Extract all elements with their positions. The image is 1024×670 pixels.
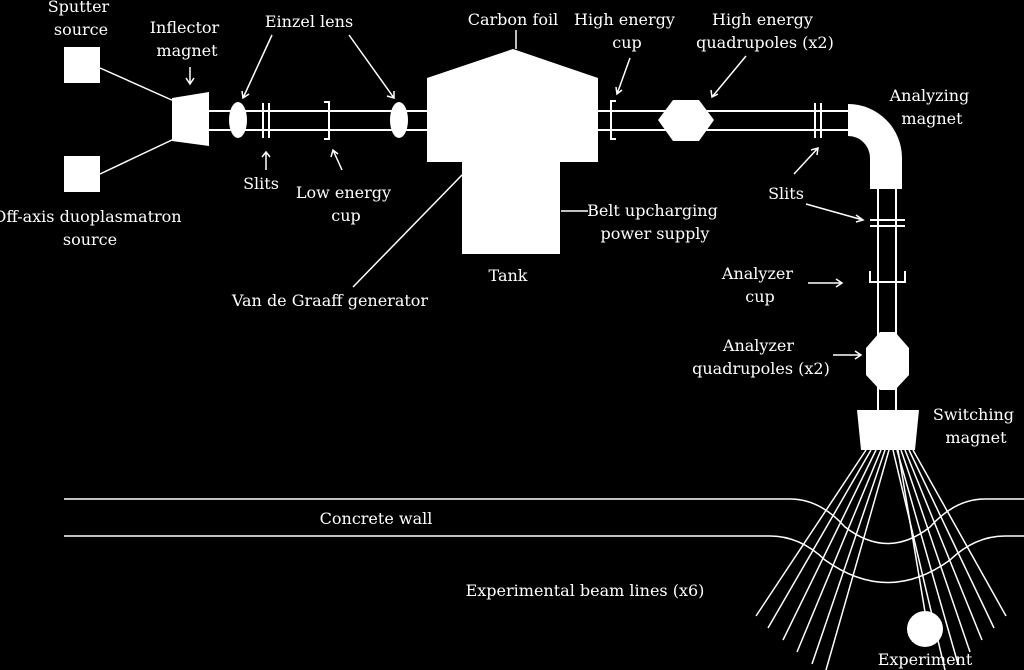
arrow-analyzer-cup (808, 278, 844, 288)
label-line: source (54, 20, 108, 39)
duoplasmatron-feed-line (99, 138, 175, 175)
arrow-inflector (185, 67, 195, 86)
sputter-feed-line (99, 67, 175, 102)
switching-magnet (857, 410, 919, 450)
label-high-energy-cup: High energy cup (574, 10, 680, 52)
concrete-wall-lower (64, 535, 1024, 584)
label-belt-upcharging: Belt upcharging power supply (587, 201, 723, 243)
label-slits-left: Slits (243, 174, 279, 193)
beam-line-5 (811, 449, 886, 665)
label-beam-lines: Experimental beam lines (x6) (466, 581, 705, 600)
leader-arrows (185, 30, 865, 360)
label-einzel-lens: Einzel lens (265, 12, 353, 31)
inflector-magnet (172, 92, 209, 146)
duoplasmatron-source-box (64, 156, 100, 192)
label-inflector-magnet: Inflector magnet (150, 18, 225, 60)
einzel-lens-1 (229, 102, 247, 138)
sputter-source-box (64, 47, 100, 83)
label-line: power supply (601, 224, 710, 243)
arrow-slits-left (261, 150, 271, 170)
einzel-lens-2 (390, 102, 408, 138)
label-line: cup (612, 33, 642, 52)
label-line: Analyzing (889, 86, 970, 105)
label-line: High energy (712, 10, 813, 29)
label-analyzer-quadrupoles: Analyzer quadrupoles (x2) (692, 336, 830, 378)
label-switching-magnet: Switching magnet (933, 405, 1019, 447)
arrow-high-cup (615, 57, 631, 96)
high-energy-quadrupole (658, 100, 714, 141)
arrow-slits-right (793, 146, 819, 175)
experimental-beam-lines (755, 449, 1007, 670)
beam-line-9 (900, 449, 971, 653)
carbon-foil-dome (427, 49, 598, 254)
label-high-energy-quadrupoles: High energy quadrupoles (x2) (696, 10, 834, 52)
label-line: Analyzer (721, 264, 793, 283)
beam-line-2 (767, 449, 872, 629)
label-line: cup (745, 287, 775, 306)
label-line: quadrupoles (x2) (692, 359, 830, 378)
experiment-target (907, 611, 943, 647)
beam-line-1 (755, 449, 867, 617)
label-experiment: Experiment (878, 650, 973, 669)
label-tank: Tank (489, 266, 528, 285)
analyzing-magnet (848, 104, 902, 189)
label-line: Switching (933, 405, 1014, 424)
label-line: Belt upcharging (587, 201, 718, 220)
low-energy-cup-shape (324, 101, 330, 140)
label-low-energy-cup: Low energy cup (296, 183, 396, 225)
beam-line-11 (908, 449, 995, 629)
arrow-analyzer-quad (833, 350, 863, 360)
beam-line-center (897, 449, 926, 613)
label-analyzer-cup: Analyzer cup (721, 264, 798, 306)
label-line: Off-axis duoplasmatron (0, 207, 182, 226)
beam-line-12 (912, 449, 1007, 617)
beam-line-8 (896, 449, 959, 665)
label-line: Sputter (48, 0, 110, 16)
arrow-low-cup (330, 148, 343, 171)
label-sputter-source: Sputter source (48, 0, 115, 39)
label-concrete-wall: Concrete wall (320, 509, 433, 528)
arrow-einzel-2 (348, 34, 395, 99)
label-analyzing-magnet: Analyzing magnet (889, 86, 975, 128)
label-line: High energy (574, 10, 675, 29)
label-slits-right: Slits (768, 184, 804, 203)
concrete-wall-upper (64, 498, 1024, 545)
beam-line-4 (796, 449, 882, 653)
label-carbon-foil: Carbon foil (468, 10, 558, 29)
analyzer-cup-shape (869, 271, 906, 283)
label-line: quadrupoles (x2) (696, 33, 834, 52)
beam-line-6 (825, 449, 890, 670)
label-line: Low energy (296, 183, 391, 202)
label-line: magnet (156, 41, 218, 60)
label-line: Analyzer (722, 336, 794, 355)
beam-line-10 (904, 449, 983, 641)
label-line: magnet (901, 109, 963, 128)
arrow-he-quad (710, 55, 747, 99)
label-van-de-graaff: Van de Graaff generator (231, 291, 429, 310)
label-line: source (63, 230, 117, 249)
label-line: Inflector (150, 18, 220, 37)
label-duoplasmatron: Off-axis duoplasmatron source (0, 207, 187, 249)
beam-line-3 (782, 449, 877, 641)
arrow-vdg (352, 174, 463, 288)
arrow-einzel-1 (241, 34, 273, 100)
label-line: cup (331, 206, 361, 225)
label-line: magnet (945, 428, 1007, 447)
arrow-slits-vert (805, 203, 865, 223)
high-energy-cup-shape (610, 100, 616, 140)
analyzer-quadrupole (866, 332, 909, 390)
